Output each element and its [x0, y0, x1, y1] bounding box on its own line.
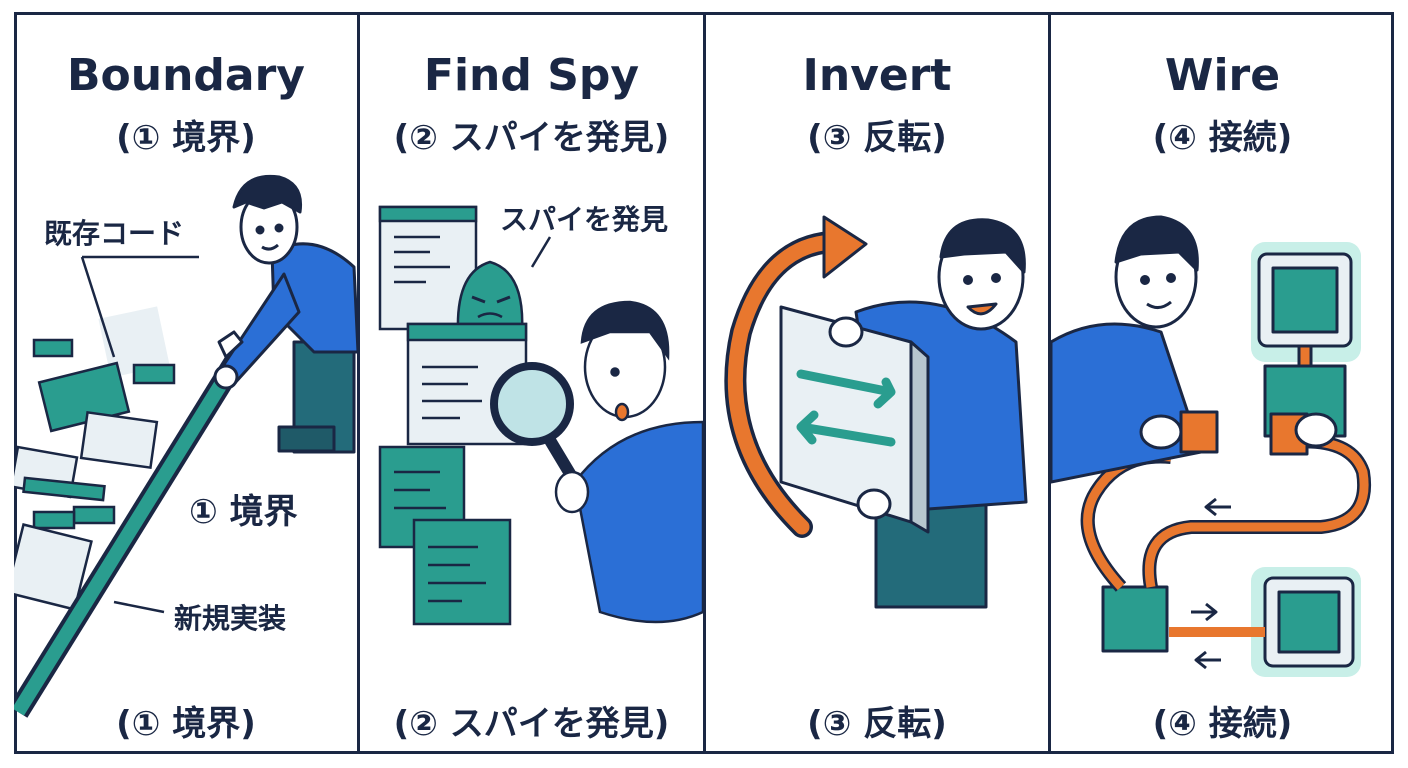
arrow-head — [822, 215, 868, 279]
panel-divider — [357, 12, 360, 754]
panel-footer: (④ 接続) — [1152, 704, 1293, 744]
swap-arrow-icon — [796, 369, 896, 409]
arrow-right-icon — [1191, 602, 1218, 622]
cable — [1144, 436, 1369, 588]
plug-left — [1179, 410, 1219, 454]
panel-subtitle: (④ 接続) — [1152, 118, 1293, 158]
panel-footer: (① 境界) — [116, 704, 256, 744]
panel-title: Boundary — [67, 50, 305, 101]
invert-illustration — [724, 215, 1028, 609]
panel-subtitle: (③ 反転) — [807, 118, 947, 158]
panel-footer: (③ 反転) — [807, 704, 947, 744]
panel-footer: (② スパイを発見) — [393, 704, 670, 744]
person-body — [573, 420, 703, 624]
boundary-line — [14, 343, 250, 716]
panel-subtitle: (② スパイを発見) — [393, 118, 670, 158]
arrow-left-icon — [1194, 650, 1221, 670]
panel-title: Wire — [1164, 50, 1281, 101]
module-left — [1101, 585, 1169, 653]
swap-arrow-icon — [796, 410, 896, 447]
panel-title: Find Spy — [423, 50, 640, 101]
panel-divider — [1048, 12, 1051, 754]
panel-boundary: Boundary (① 境界) 既存コード ① 境界 新規実装 (① 境界) — [14, 12, 358, 754]
new-implementation-label: 新規実装 — [174, 602, 287, 635]
scattered-code-cards — [14, 306, 176, 611]
spy-callout-label: スパイを発見 — [500, 203, 669, 236]
person-body — [1051, 322, 1203, 484]
wire-illustration — [1051, 215, 1372, 677]
boundary-label: ① 境界 — [189, 492, 298, 532]
person-drawing-boundary — [213, 174, 358, 454]
panel-wire: Wire (④ 接続) (④ 接続) — [1051, 12, 1394, 754]
spy-creature — [456, 260, 524, 334]
existing-code-label: 既存コード — [44, 217, 185, 250]
panel-find-spy: Find Spy (② スパイを発見) スパイを発見 (② スパイを発見) — [360, 12, 703, 754]
panel-title: Invert — [802, 50, 952, 101]
panel-invert: Invert (③ 反転) (③ 反転) — [706, 12, 1048, 754]
panel-divider — [703, 12, 706, 754]
code-document — [412, 518, 512, 626]
boundary-illustration — [14, 174, 358, 718]
arrow-left-icon — [1204, 497, 1231, 517]
magnifier-glass-icon — [490, 362, 574, 446]
panel-subtitle: (① 境界) — [116, 118, 256, 158]
rotate-arrow-icon — [727, 234, 839, 535]
find-spy-illustration — [378, 205, 703, 626]
